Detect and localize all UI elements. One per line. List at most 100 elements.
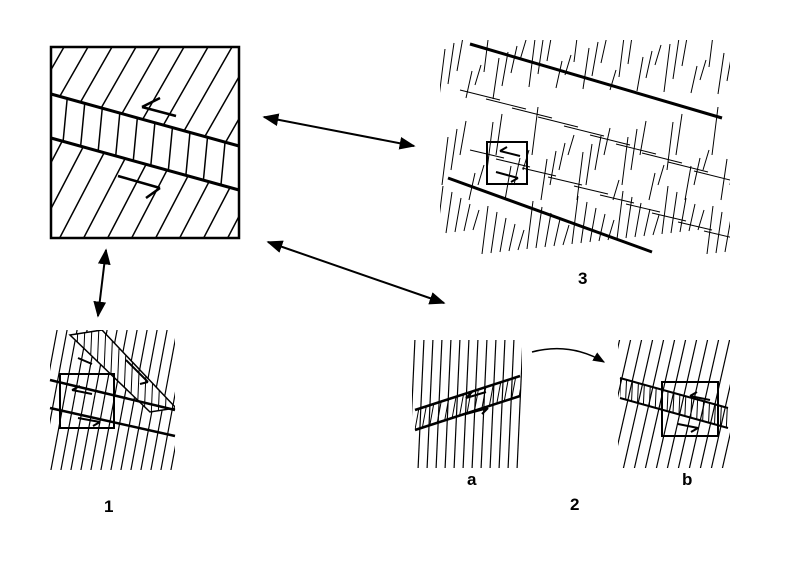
fig3-stroke [585, 143, 593, 186]
fig3-fabric-stroke [677, 221, 713, 231]
fig3-stroke [726, 61, 730, 82]
main-shear-boundary-top [50, 92, 240, 148]
fig3-fabric-stroke [615, 143, 657, 155]
label-figure-1: 1 [104, 497, 113, 516]
fig2a-boundary-top [414, 374, 521, 412]
fig3-stroke [537, 40, 544, 75]
fig2b-hatch-line [710, 383, 730, 468]
main-hatch [0, 40, 308, 245]
fig3-stroke [652, 214, 660, 236]
fig3-stroke [603, 127, 611, 156]
main-band-hatch-line [256, 90, 266, 195]
fig3-stroke [636, 56, 644, 92]
fig3-fabric-stroke [625, 203, 661, 213]
fig2b-band-hatch-line [738, 370, 741, 435]
fig3-stroke [715, 211, 723, 254]
fig3-stroke [481, 205, 489, 255]
fig2b-hatch-line [644, 340, 676, 468]
fig2b-shear-sense [677, 391, 711, 433]
label-figure-2a: a [467, 470, 477, 489]
arrow-main-to-1 [93, 248, 111, 318]
main-shear-sense-bottom [117, 174, 161, 200]
fig2b-hatch-line [666, 340, 698, 468]
fig1-hatch-line [20, 325, 48, 475]
fig2a-hatch-line [462, 340, 470, 468]
fig3-stroke [670, 191, 678, 234]
fig3-stroke [675, 113, 683, 156]
fig2b-hatch-line [618, 340, 632, 398]
fig3-stroke [699, 59, 707, 81]
fig3-stroke [684, 165, 692, 201]
fig3-fabric-stroke [693, 170, 730, 181]
fig3-stroke [702, 149, 710, 171]
fig2a-band-hatch-line [540, 370, 552, 435]
fig3-shear-sense [495, 146, 521, 183]
fig3-stroke [612, 179, 620, 201]
fig3-stroke [477, 164, 485, 186]
fig3-stroke [430, 50, 436, 70]
main-hatch-line [0, 130, 20, 245]
fig3-stroke [472, 209, 480, 231]
fig3-stroke [739, 143, 745, 170]
main-hatch-line [248, 130, 308, 245]
fig3-stroke [553, 218, 561, 247]
arrow-main-to-2 [266, 240, 446, 305]
fig3-fabric-stroke [537, 116, 579, 128]
fig2a-band-hatch-line [441, 376, 455, 430]
fig3-stroke [562, 224, 570, 246]
main-hatch-line [51, 138, 93, 238]
fig3-stroke [571, 195, 579, 245]
figure-2b [600, 340, 741, 468]
fig3-boundary-top [469, 42, 723, 120]
fig3-stroke [499, 217, 507, 253]
main-hatch-line [223, 138, 239, 238]
main-shear-boundary-bottom [50, 136, 240, 192]
main-shear-sense-top [141, 96, 177, 118]
fig3-fabric-stroke [563, 125, 605, 137]
main-hatch-line [51, 47, 93, 146]
main-hatch-line [0, 40, 20, 145]
fig3-stroke [544, 212, 552, 248]
fig2b-boundary-bottom [619, 397, 729, 429]
label-figure-3: 3 [578, 269, 587, 288]
fig3-stroke [495, 113, 503, 156]
fig3-fabric-stroke [547, 176, 583, 186]
fig3-stroke [661, 185, 669, 235]
fig3-stroke [510, 45, 518, 74]
fig3-stroke [456, 40, 463, 72]
fig1-hatch-line [50, 330, 58, 372]
main-schematic [0, 40, 308, 245]
fig3-stroke [724, 220, 730, 253]
fig2a-band-hatch-line [526, 370, 538, 435]
fig2b-band-hatch-line [732, 370, 735, 435]
fig3-stroke [643, 208, 651, 237]
fig3-stroke [465, 70, 473, 99]
fig2b-band-hatch-line [647, 378, 652, 428]
fig2a-hatch-line [453, 340, 461, 468]
fig3-stroke [634, 202, 642, 238]
fig1-band-hatch-line [179, 325, 183, 420]
fig3-stroke [734, 224, 740, 251]
fig3-stroke [447, 42, 455, 85]
fig2a-band-hatch-line [448, 376, 462, 430]
fig2b-band-hatch-line [600, 370, 603, 435]
fig3-stroke [688, 203, 696, 232]
main-hatch-line [51, 47, 69, 146]
fig2a-hatch-line [507, 340, 515, 468]
fig3-stroke [657, 164, 665, 186]
fig3-stroke [600, 40, 607, 64]
fig3-stroke [630, 128, 638, 171]
fig2b-boundary-top [619, 377, 729, 409]
fig2a-band-hatch-line [400, 370, 412, 435]
fig3-stroke [582, 47, 590, 90]
fig3-stroke [540, 158, 548, 201]
arrow-main-to-3 [262, 113, 416, 150]
fig3-fabric-stroke [599, 194, 635, 204]
fig1-hatch-line [160, 391, 175, 470]
main-hatch-line [151, 138, 213, 238]
fig1-boundary-bottom [49, 406, 176, 438]
fig2a-hatch-line [516, 346, 522, 468]
label-figure-2b: b [682, 470, 692, 489]
fig1-hatch-line [50, 330, 78, 470]
